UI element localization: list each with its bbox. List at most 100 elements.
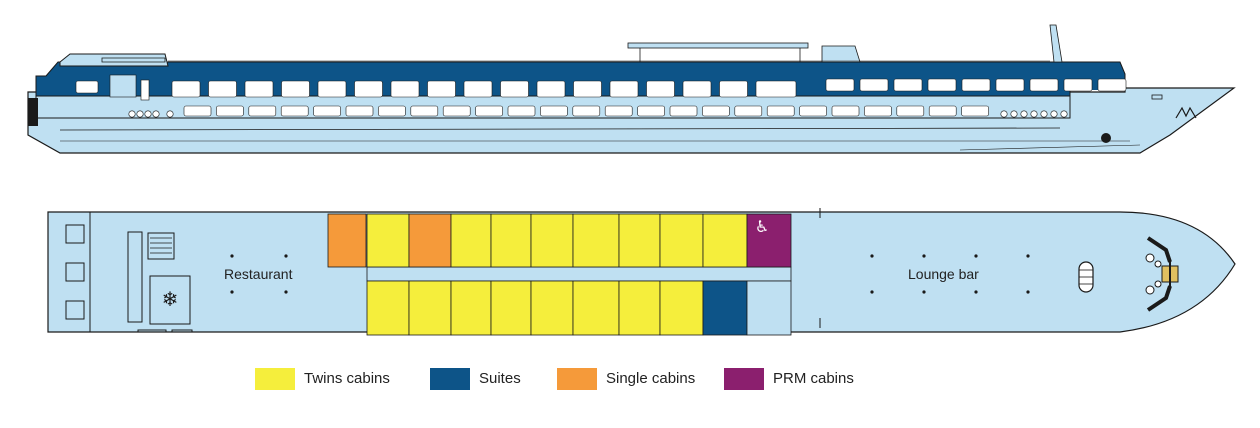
window: [719, 80, 748, 98]
twin-cabin: [618, 213, 661, 268]
cabin-corridor: [366, 266, 792, 282]
window: [208, 80, 237, 98]
legend-label: Suites: [479, 370, 521, 387]
hull-line: [959, 144, 1141, 151]
twin-cabin: [659, 213, 704, 268]
legend-label: Single cabins: [606, 370, 696, 387]
stairs: [147, 232, 175, 260]
window: [500, 80, 529, 98]
window: [961, 78, 991, 92]
suite-cabin: [702, 280, 748, 336]
window: [799, 105, 827, 117]
prm-cabin: [746, 213, 792, 268]
porthole: [1040, 110, 1048, 118]
aft-box: [171, 329, 193, 333]
twin-cabin: [366, 280, 410, 336]
window: [390, 80, 420, 98]
window: [442, 105, 471, 117]
twin-cabin: [618, 280, 661, 336]
porthole: [1060, 110, 1068, 118]
single-cabin: [327, 213, 367, 268]
service-room: [746, 280, 792, 336]
bow-winch-icon: [1146, 236, 1172, 263]
porthole: [144, 110, 152, 118]
door: [109, 74, 137, 98]
window: [75, 80, 99, 94]
twin-cabin: [490, 213, 532, 268]
sun-deck-canopy: [627, 42, 809, 49]
lounge-pillars: [870, 254, 1030, 294]
window: [646, 80, 675, 98]
window: [734, 105, 763, 117]
window: [281, 80, 310, 98]
legend-label: Twins cabins: [304, 370, 390, 387]
door: [140, 79, 150, 101]
galley: [127, 231, 143, 323]
bridge-cover: [821, 45, 861, 63]
window: [248, 105, 277, 117]
window: [927, 78, 957, 92]
bow-winch-icon: [1146, 285, 1172, 312]
legend-label: PRM cabins: [773, 370, 854, 387]
window: [864, 105, 892, 117]
prm-swatch: [724, 368, 764, 390]
window: [825, 78, 855, 92]
twin-cabin: [530, 280, 574, 336]
window: [317, 80, 347, 98]
window: [1097, 78, 1127, 92]
bow-logo-icon: [1175, 106, 1197, 119]
twins-swatch: [255, 368, 295, 390]
porthole: [1020, 110, 1028, 118]
window: [345, 105, 374, 117]
porthole: [1050, 110, 1058, 118]
window: [475, 105, 503, 117]
window: [893, 78, 923, 92]
window: [572, 105, 601, 117]
twin-cabin: [702, 213, 748, 268]
restaurant-label: Restaurant: [224, 266, 293, 282]
window: [928, 105, 957, 117]
window: [216, 105, 244, 117]
window: [410, 105, 439, 117]
hull-line: [59, 127, 1061, 131]
window: [354, 80, 383, 98]
snowflake-icon: ❄: [162, 287, 179, 311]
window: [573, 80, 602, 98]
aft-hatch: [65, 262, 85, 282]
suites-swatch: [430, 368, 470, 390]
window: [536, 80, 566, 98]
porthole: [166, 110, 174, 118]
window: [755, 80, 797, 98]
cold-room: [149, 275, 191, 325]
wheelchair-icon: ♿: [755, 217, 769, 236]
twin-cabin: [659, 280, 704, 336]
porthole: [128, 110, 136, 118]
twin-cabin: [530, 213, 574, 268]
window: [427, 80, 456, 98]
window: [702, 105, 730, 117]
porthole: [1030, 110, 1038, 118]
twin-cabin: [450, 280, 492, 336]
porthole: [1010, 110, 1018, 118]
window: [540, 105, 568, 117]
ship-side-view: [27, 24, 1236, 154]
window: [183, 105, 212, 117]
window: [669, 105, 698, 117]
window: [280, 105, 309, 117]
window: [507, 105, 536, 117]
window: [244, 80, 274, 98]
aft-hatch: [65, 300, 85, 320]
mast: [1049, 24, 1063, 63]
window: [313, 105, 341, 117]
window: [896, 105, 925, 117]
restaurant-pillars: [230, 254, 288, 294]
window: [682, 80, 712, 98]
window: [637, 105, 665, 117]
window: [995, 78, 1025, 92]
window: [378, 105, 406, 117]
twin-cabin: [450, 213, 492, 268]
twin-cabin: [490, 280, 532, 336]
aft-box: [137, 329, 167, 333]
legend: Twins cabins Suites Single cabins PRM ca…: [0, 366, 1260, 394]
window: [831, 105, 860, 117]
